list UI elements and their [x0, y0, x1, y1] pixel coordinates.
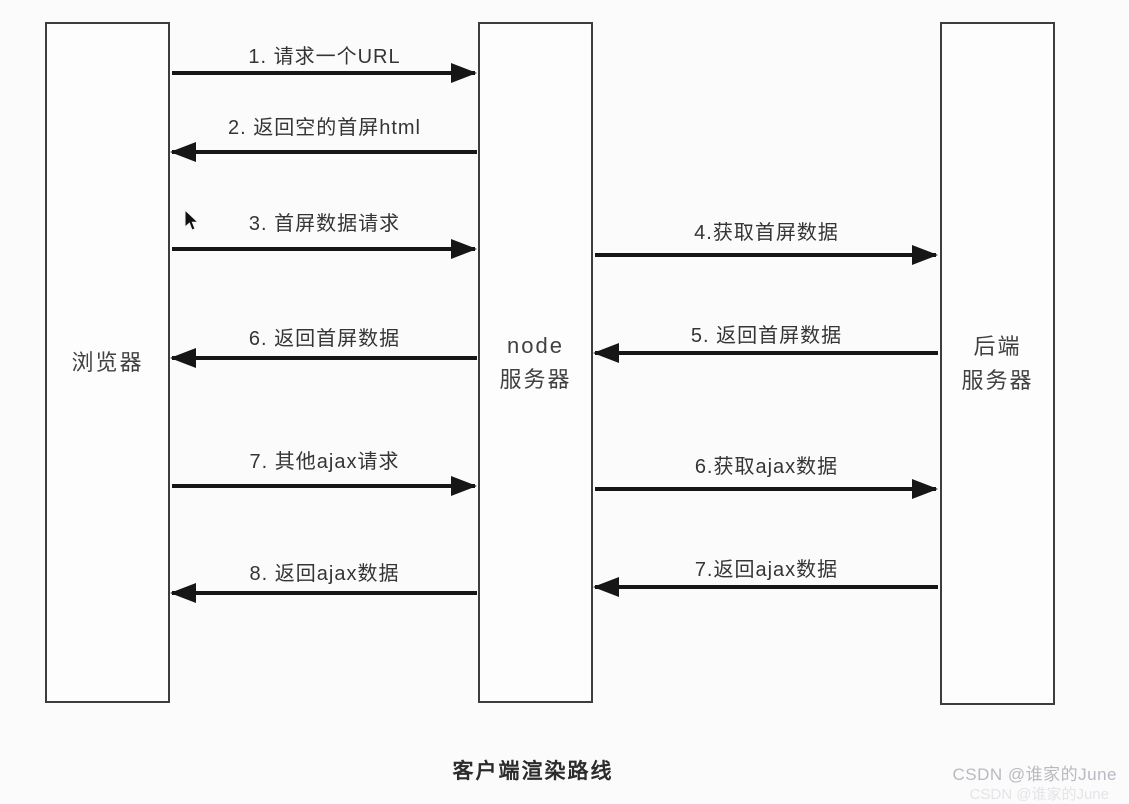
message-label: 7. 其他ajax请求	[249, 451, 400, 473]
diagram-caption: 客户端渲染路线	[452, 760, 614, 783]
arrowhead-left-icon	[170, 142, 196, 162]
actor-label-node-server: node 服务器	[499, 329, 571, 397]
message-arrow	[170, 142, 477, 162]
message-label: 1. 请求一个URL	[248, 46, 401, 68]
actor-box-node-server: node 服务器	[478, 22, 593, 703]
actor-label-backend-server: 后端 服务器	[961, 330, 1033, 398]
message-label: 4.获取首屏数据	[694, 222, 839, 244]
actor-label-line: 后端	[973, 333, 1022, 359]
actor-label-line: 服务器	[961, 367, 1034, 393]
arrowhead-right-icon	[451, 476, 477, 496]
actor-label-browser: 浏览器	[71, 349, 144, 375]
message-label: 2. 返回空的首屏html	[227, 117, 422, 139]
message-arrow	[172, 63, 477, 83]
message-label: 7.返回ajax数据	[694, 559, 839, 581]
arrowhead-right-icon	[451, 63, 477, 83]
message-arrow	[170, 583, 477, 603]
message-label: 3. 首屏数据请求	[248, 213, 401, 235]
csdn-watermark-faint: CSDN @谁家的June	[969, 786, 1109, 803]
mouse-cursor-icon	[184, 209, 200, 231]
arrowhead-left-icon	[593, 343, 619, 363]
arrowhead-right-icon	[912, 479, 938, 499]
message-label: 6.获取ajax数据	[694, 456, 839, 478]
arrowhead-right-icon	[451, 239, 477, 259]
actor-box-backend-server: 后端 服务器	[940, 22, 1055, 705]
message-arrow	[595, 245, 938, 265]
message-arrow	[172, 239, 477, 259]
arrowhead-right-icon	[912, 245, 938, 265]
message-arrow	[593, 577, 938, 597]
arrowhead-left-icon	[170, 583, 196, 603]
arrowhead-left-icon	[593, 577, 619, 597]
actor-box-browser: 浏览器	[45, 22, 170, 703]
actor-label-line: 服务器	[499, 366, 572, 392]
arrowhead-left-icon	[170, 348, 196, 368]
message-arrow	[172, 476, 477, 496]
actor-label-line: node	[507, 332, 564, 358]
message-label: 5. 返回首屏数据	[690, 325, 843, 347]
message-arrow	[595, 479, 938, 499]
csdn-watermark: CSDN @谁家的June	[952, 765, 1117, 784]
message-arrow	[170, 348, 477, 368]
message-label: 8. 返回ajax数据	[249, 563, 400, 585]
message-arrow	[593, 343, 938, 363]
message-label: 6. 返回首屏数据	[248, 328, 401, 350]
